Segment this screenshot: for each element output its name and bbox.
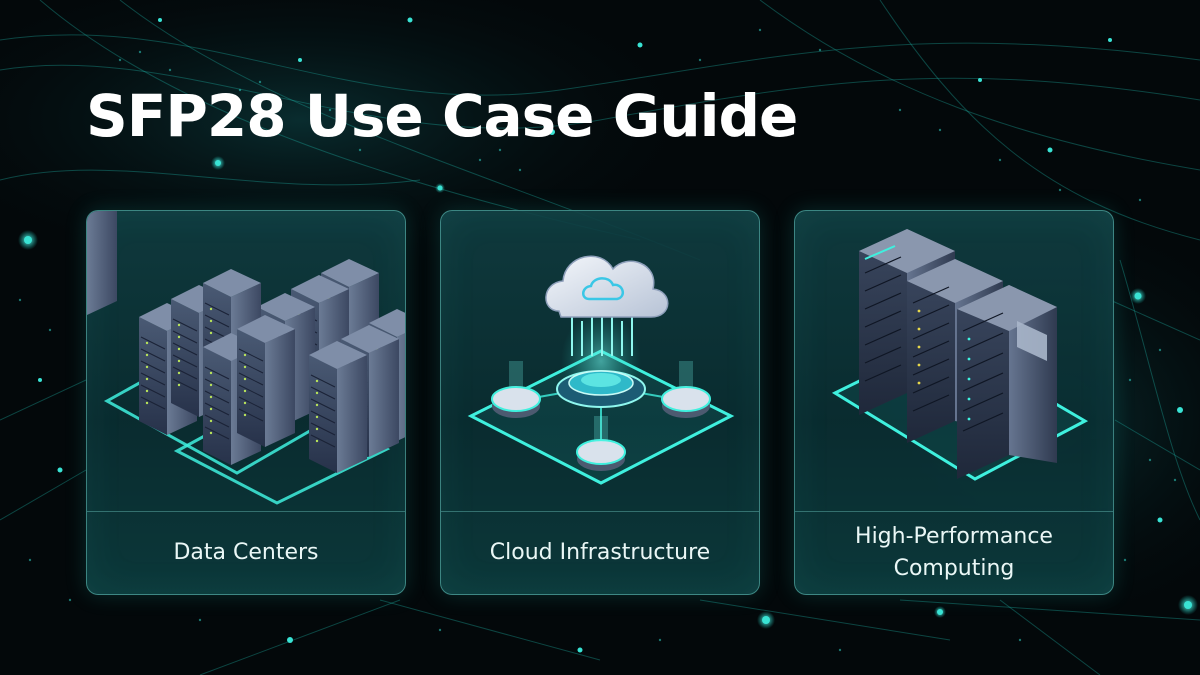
card-label: Cloud Infrastructure [489,540,711,565]
hpc-server-racks-icon [831,229,1089,481]
page-title: SFP28 Use Case Guide [86,82,798,150]
card-divider [87,511,405,512]
card-divider [795,511,1113,512]
card-label: Data Centers [173,540,319,565]
card-label: High-Performance Computing [855,524,1053,581]
card-high-performance-computing[interactable]: High-Performance Computing [794,210,1114,595]
card-data-centers[interactable]: Data Centers [86,210,406,595]
server-racks-cluster-icon [87,211,405,505]
card-divider [441,511,759,512]
card-cloud-infrastructure[interactable]: Cloud Infrastructure [440,210,760,595]
cloud-network-icon [467,255,735,485]
